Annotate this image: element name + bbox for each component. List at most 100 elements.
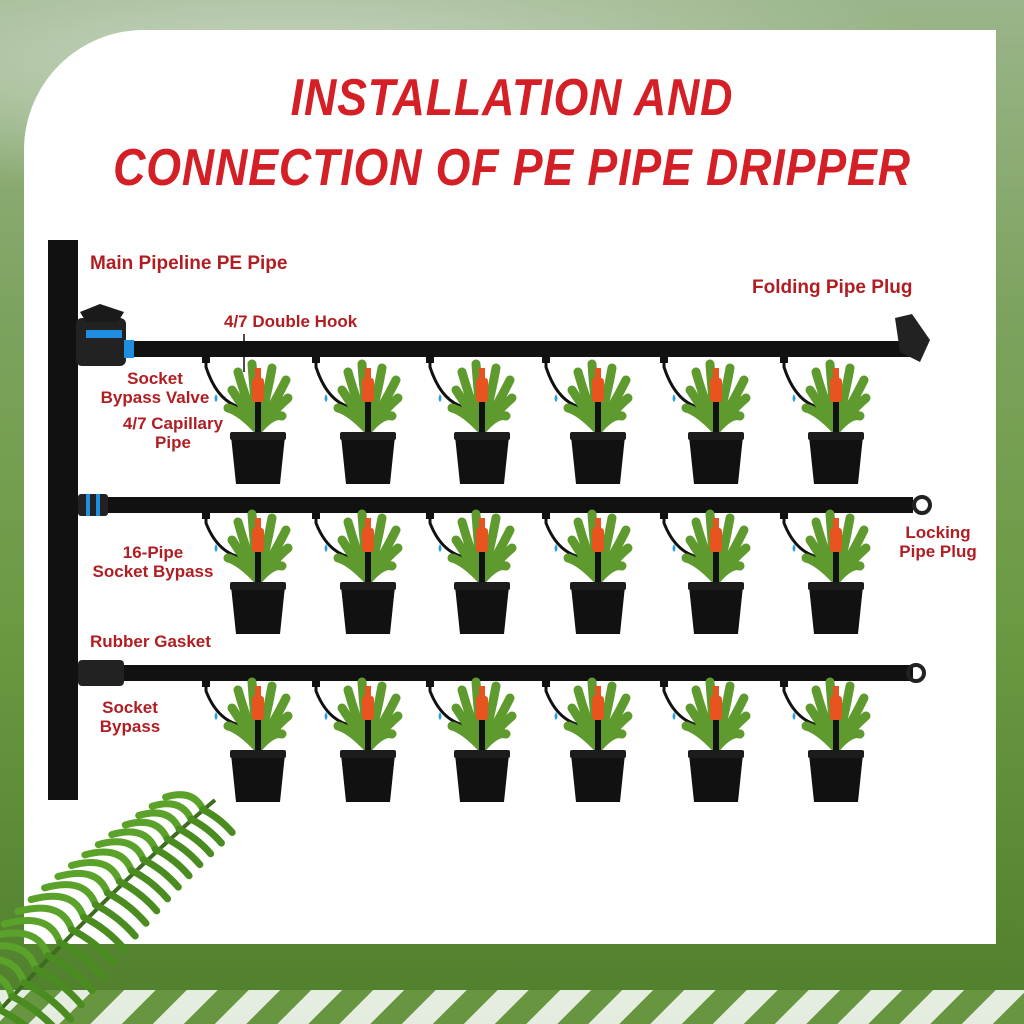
label-socket-bypass-line2: Bypass	[99, 717, 161, 736]
plant-pot	[455, 754, 509, 802]
pot-rim	[808, 750, 864, 758]
double-hook	[660, 355, 668, 363]
water-drop	[324, 394, 328, 402]
water-drop	[438, 712, 442, 720]
plant-pot	[231, 436, 285, 484]
palm-frond	[67, 859, 123, 886]
palm-frond	[108, 828, 159, 853]
pot-rim	[340, 750, 396, 758]
plant-pot	[689, 436, 743, 484]
label-16-pipe-line1: 16-Pipe	[122, 543, 184, 562]
plant-pot	[571, 754, 625, 802]
double-hook	[780, 355, 788, 363]
double-hook	[780, 511, 788, 519]
palm-frond	[0, 917, 64, 946]
plant-pot	[689, 586, 743, 634]
palm-frond	[199, 806, 236, 836]
dripper-tip	[595, 518, 601, 530]
pot-rim	[230, 432, 286, 440]
plant-pot	[809, 436, 863, 484]
palm-frond	[92, 901, 139, 940]
palm-frond	[14, 904, 76, 934]
dripper-head	[252, 528, 264, 552]
dripper-stake	[833, 716, 839, 760]
palm-frond	[175, 825, 215, 858]
double-hook	[542, 355, 550, 363]
dripper-head	[592, 528, 604, 552]
palm-frond	[44, 952, 96, 994]
double-hook	[202, 679, 210, 687]
plant-pot	[809, 586, 863, 634]
water-drop	[324, 544, 328, 552]
double-hook	[426, 511, 434, 519]
label-16-pipe-line2: Socket Bypass	[92, 562, 214, 581]
dripper-stake	[255, 398, 261, 442]
water-drop	[214, 544, 218, 552]
palm-frond	[135, 809, 183, 833]
dripper-stake	[595, 716, 601, 760]
dripper-head	[830, 528, 842, 552]
label-double-hook: 4/7 Double Hook	[224, 312, 358, 331]
plant-pot	[231, 586, 285, 634]
palm-frond	[127, 866, 172, 903]
dripper-stake	[595, 548, 601, 592]
pot-rim	[570, 750, 626, 758]
branch-pipe-2	[78, 497, 913, 513]
palm-frond	[56, 938, 107, 980]
double-hook	[312, 355, 320, 363]
double-hook	[202, 511, 210, 519]
dripper-head	[830, 378, 842, 402]
dripper-tip	[255, 518, 261, 530]
palm-frond	[20, 979, 75, 1023]
palm-frond	[68, 926, 118, 967]
dripper-stake	[365, 548, 371, 592]
pot-rim	[808, 432, 864, 440]
palm-frond	[41, 881, 100, 909]
double-hook	[660, 511, 668, 519]
locking-pipe-plug-2	[906, 663, 926, 683]
water-drop	[554, 394, 558, 402]
water-drop	[214, 712, 218, 720]
palm-leaf-decoration	[0, 791, 236, 1024]
water-drop	[324, 712, 328, 720]
dripper-head	[362, 528, 374, 552]
label-socket-bypass: Socket Bypass	[92, 698, 168, 736]
double-hook	[542, 511, 550, 519]
palm-frond	[27, 892, 88, 921]
dripper-head	[252, 696, 264, 720]
pot-rim	[340, 582, 396, 590]
potted-plant-dripper	[780, 355, 871, 484]
dripper-tip	[713, 518, 719, 530]
water-drop	[438, 394, 442, 402]
pot-rim	[688, 432, 744, 440]
dripper-tip	[595, 368, 601, 380]
dripper-tip	[479, 686, 485, 698]
double-hook	[426, 355, 434, 363]
dripper-tip	[833, 368, 839, 380]
dripper-stake	[595, 398, 601, 442]
potted-plant-dripper	[312, 677, 403, 802]
palm-frond	[121, 818, 171, 843]
palm-frond	[104, 889, 150, 927]
palm-frond	[187, 815, 225, 847]
double-hook	[780, 679, 788, 687]
palm-frond	[0, 942, 40, 973]
potted-plant-dripper	[426, 677, 517, 802]
dripper-head	[710, 528, 722, 552]
dripper-stake	[479, 398, 485, 442]
palm-frond	[80, 913, 128, 953]
dripper-tip	[713, 368, 719, 380]
dripper-head	[252, 378, 264, 402]
palm-frond	[8, 992, 56, 1024]
dripper-head	[476, 696, 488, 720]
dripper-tip	[595, 686, 601, 698]
plant-pot	[571, 586, 625, 634]
plant-pot	[231, 754, 285, 802]
dripper-tip	[365, 686, 371, 698]
pot-rim	[808, 582, 864, 590]
title-text-1: INSTALLATION AND	[290, 69, 734, 127]
potted-plant-dripper	[426, 509, 517, 634]
label-capillary-pipe: 4/7 Capillary Pipe	[108, 414, 238, 452]
palm-frond	[32, 965, 85, 1009]
